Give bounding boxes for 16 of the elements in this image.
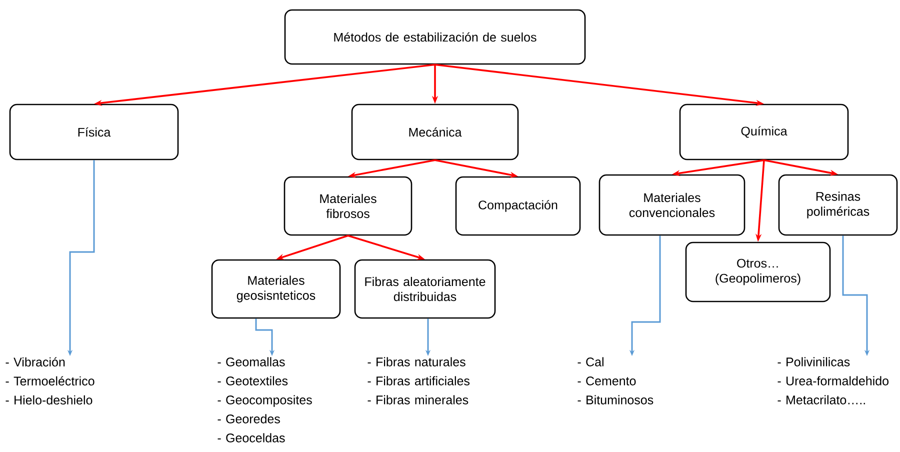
category-box: Otros… (Geopolimeros) (685, 242, 831, 302)
category-box: Mecánica (351, 104, 519, 160)
item-list: - Fibras naturales - Fibras artificiales - Fibras minerales (368, 357, 470, 404)
item-list: - Geomallas - Geotextiles - Geocomposites - Georedes - Geoceldas (218, 357, 312, 442)
item-list: - Polivinilicas - Urea-formaldehido - Metacrilato….. (778, 357, 888, 404)
category-box: Materiales geosisnteticos (211, 259, 341, 319)
category-box: Compactación (455, 176, 581, 236)
item-list: - Vibración - Termoeléctrico - Hielo-deshielo (6, 357, 94, 405)
category-box: Materiales fibrosos (284, 176, 412, 236)
item-list: - Cal - Cemento - Bituminosos (578, 357, 654, 404)
category-box: Fibras aleatoriamente distribuidas (354, 259, 496, 319)
category-box: Química (679, 104, 849, 160)
category-box: Física (9, 104, 179, 160)
category-box: Métodos de estabilización de suelos (284, 9, 586, 65)
category-box: Resinas poliméricas (778, 174, 898, 236)
category-box: Materiales convencionales (598, 174, 746, 236)
